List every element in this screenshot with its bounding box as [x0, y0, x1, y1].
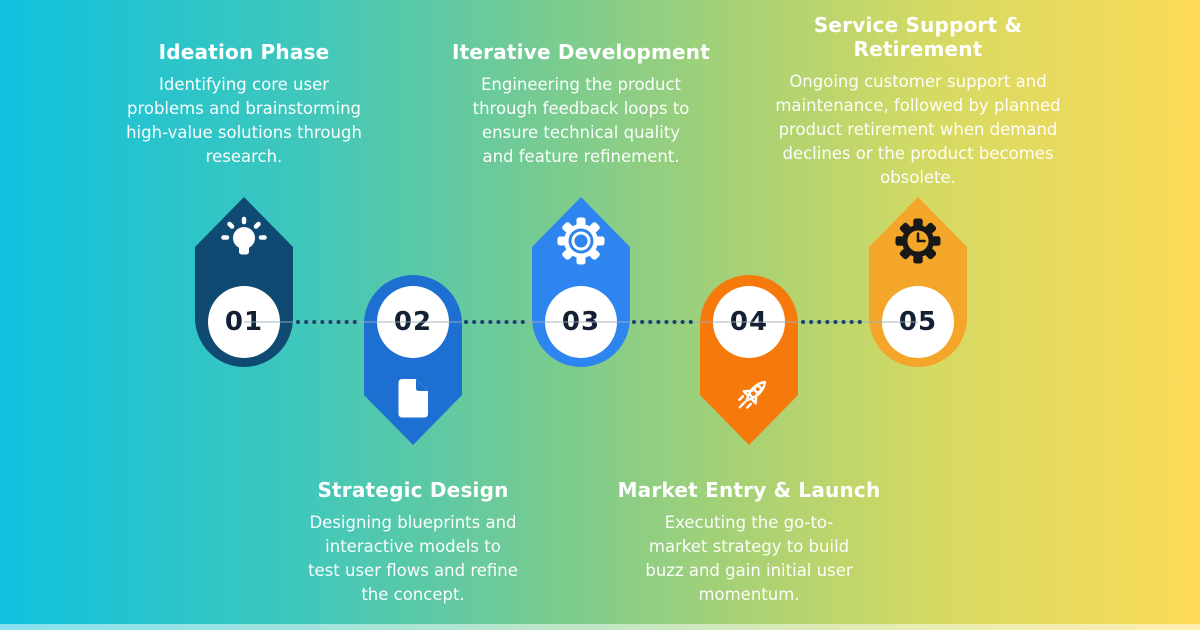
phase-5-marker: 05	[869, 197, 967, 367]
phase-2-description: Designing blueprints and interactive mod…	[308, 513, 518, 604]
phase-2-marker: 02	[364, 275, 462, 445]
phase-3-title: Iterative Development	[452, 40, 710, 64]
document-icon	[398, 379, 428, 418]
phase-5-description: Ongoing customer support and maintenance…	[775, 72, 1061, 187]
gear-icon	[557, 217, 605, 265]
phase-4-description: Executing the go-to- market strategy to …	[645, 513, 853, 604]
phase-2-number: 02	[377, 286, 449, 358]
rocket-icon	[738, 380, 767, 409]
phase-4-marker: 04	[700, 275, 798, 445]
phase-3-number: 03	[545, 286, 617, 358]
bottom-accent-bar	[0, 624, 1200, 630]
phase-5-text: Service Support & Retirement Ongoing cus…	[738, 13, 1098, 190]
phase-3-text: Iterative Development Engineering the pr…	[431, 40, 731, 169]
phase-4-number: 04	[713, 286, 785, 358]
phase-2-title: Strategic Design	[317, 478, 509, 502]
phase-5-title: Service Support & Retirement	[813, 13, 1023, 61]
phase-1-marker: 01	[195, 197, 293, 367]
lightbulb-icon	[221, 216, 267, 255]
phase-2-text: Strategic Design Designing blueprints an…	[273, 478, 553, 607]
phase-4-title: Market Entry & Launch	[617, 478, 881, 502]
phase-5-number: 05	[882, 286, 954, 358]
phase-3-description: Engineering the product through feedback…	[472, 75, 690, 166]
phase-1-text: Ideation Phase Identifying core user pro…	[84, 40, 404, 169]
phase-1-description: Identifying core user problems and brain…	[126, 75, 362, 166]
phase-1-number: 01	[208, 286, 280, 358]
gear-clock-icon	[895, 218, 941, 264]
phase-4-text: Market Entry & Launch Executing the go-t…	[599, 478, 899, 607]
phase-1-title: Ideation Phase	[158, 40, 330, 64]
phase-3-marker: 03	[532, 197, 630, 367]
